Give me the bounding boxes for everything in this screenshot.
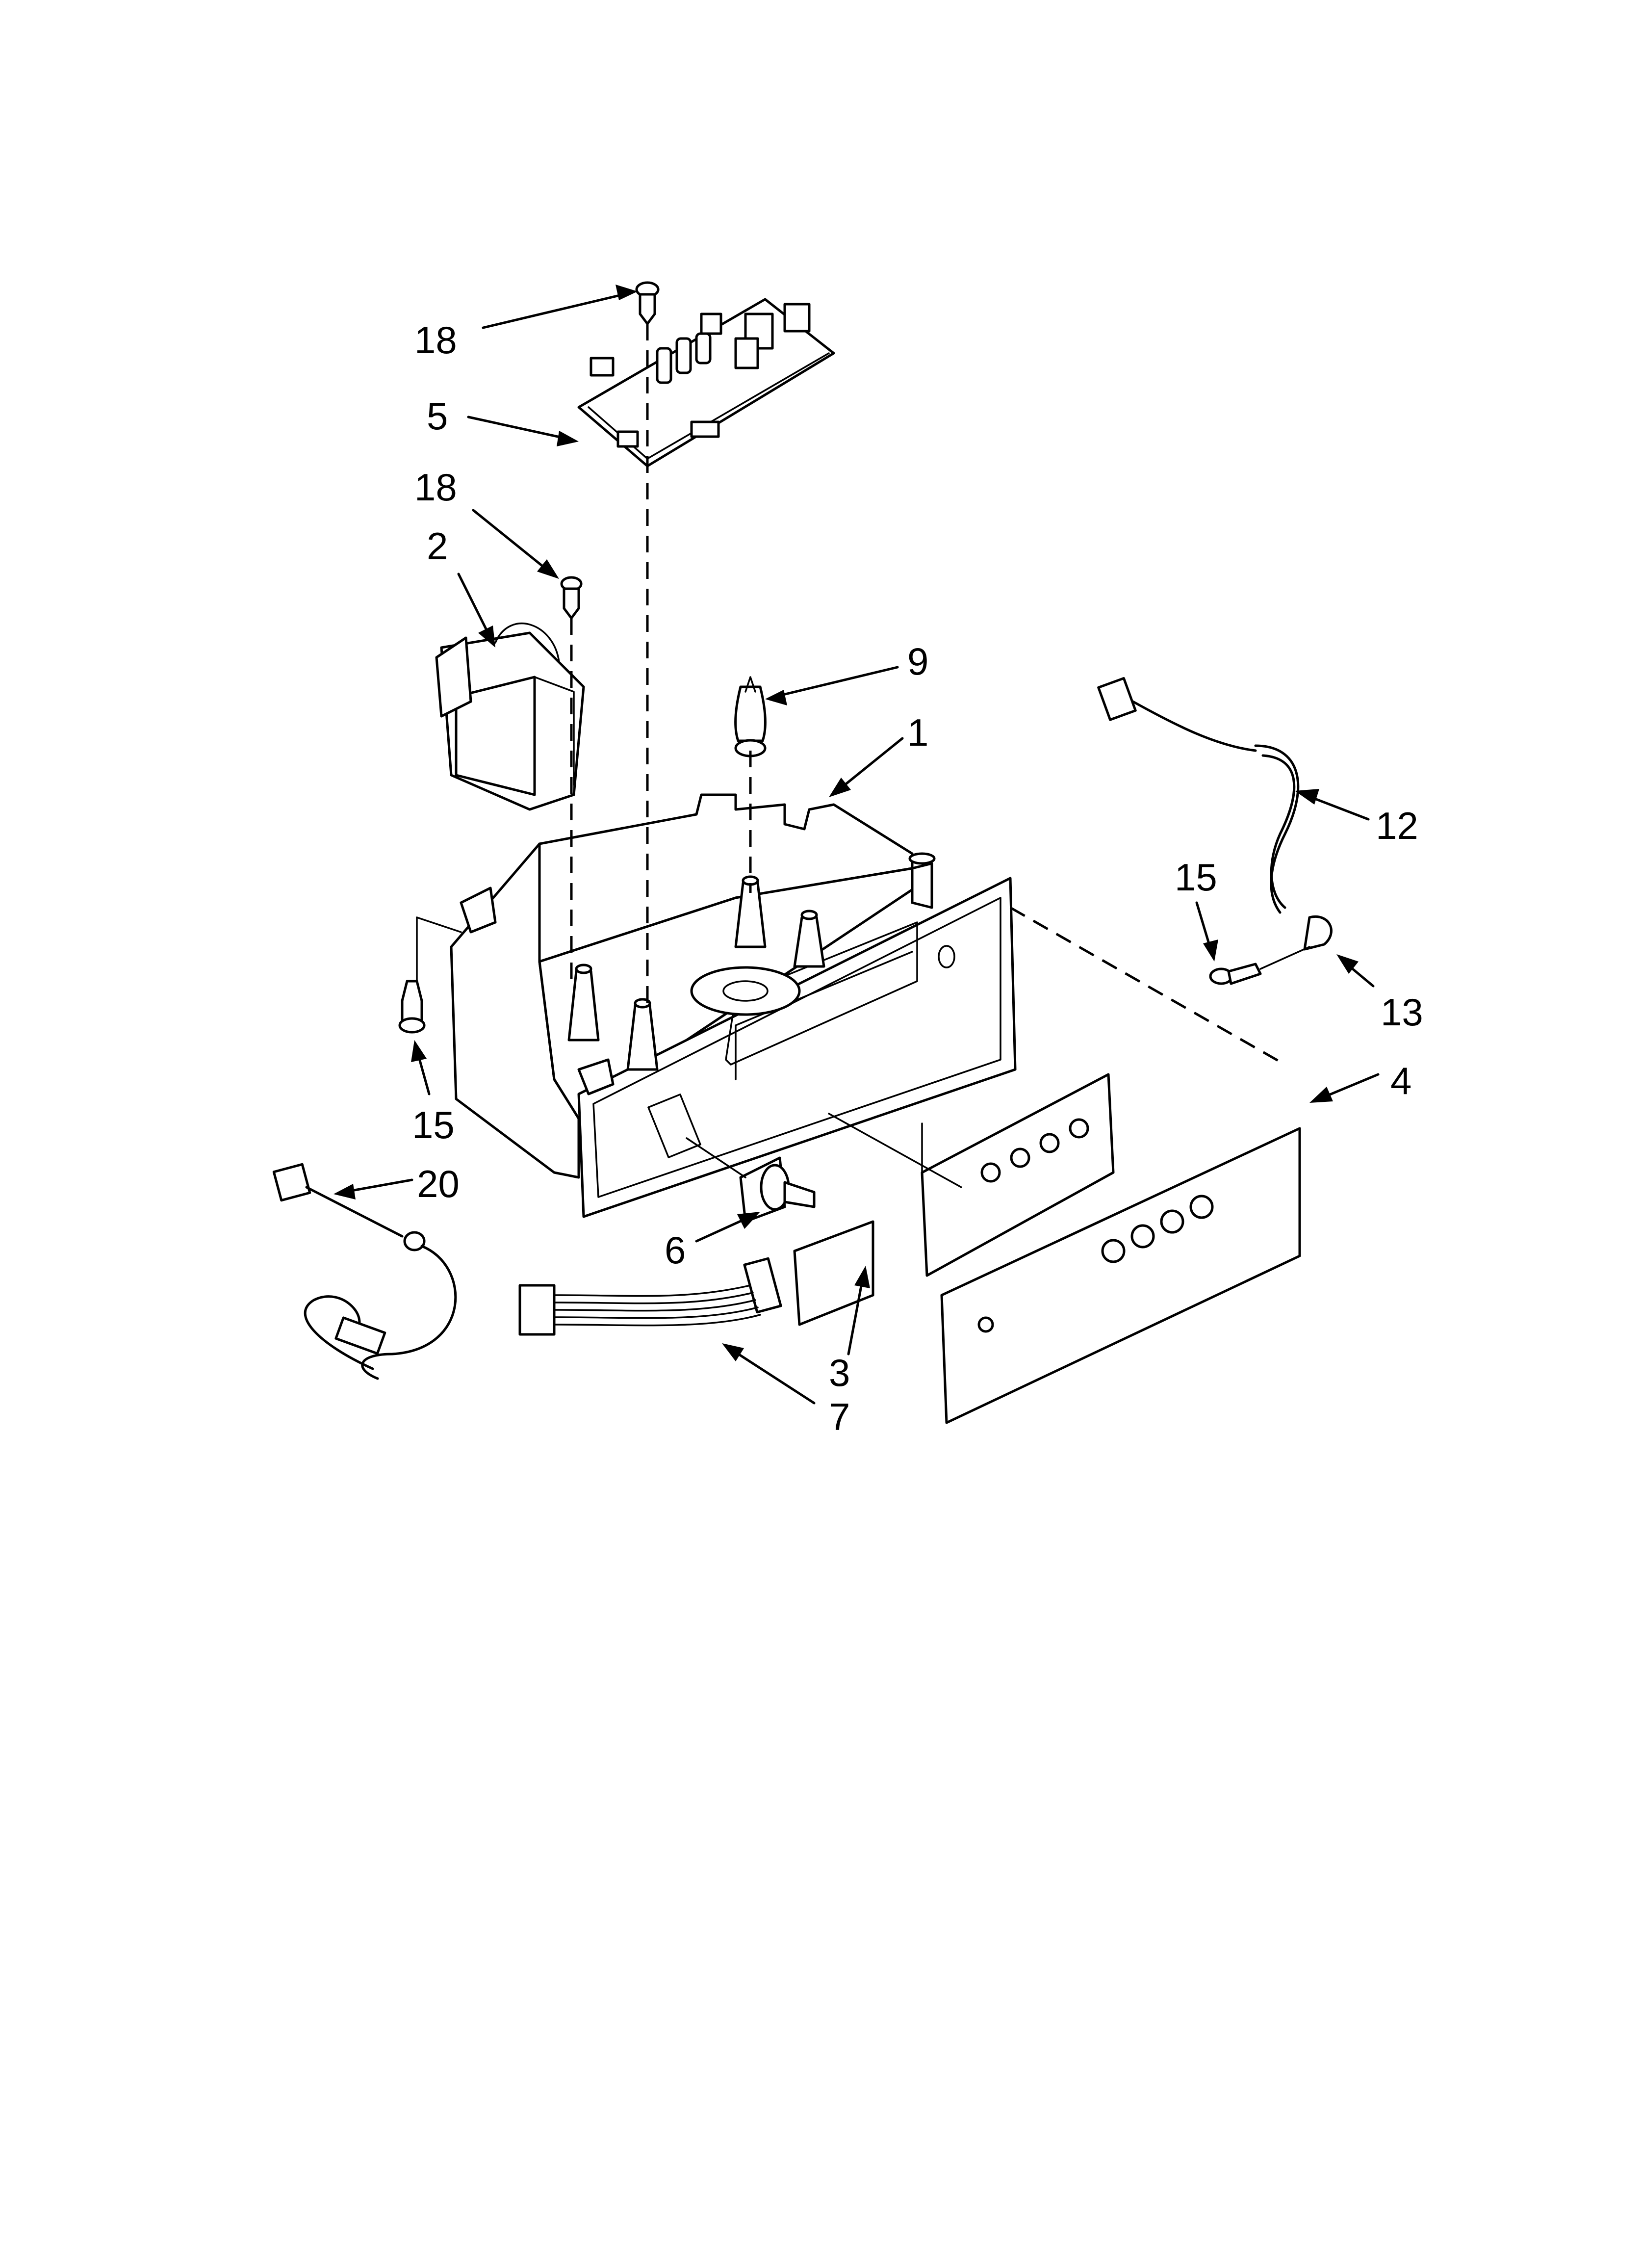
callout-13: 13 [1381, 991, 1423, 1034]
leader-lines [334, 285, 1380, 1405]
boss-right [793, 910, 825, 968]
part-18-screw-mid [560, 576, 583, 620]
part-4-front-panel [921, 1122, 1301, 1424]
part-6-switch [686, 1137, 816, 1223]
part-1-control-housing [416, 793, 1017, 1218]
callout-9: 9 [907, 640, 928, 683]
assembly-dashed-lines [570, 324, 1286, 1188]
part-15-screw-left [398, 980, 426, 1034]
callout-labels: 18 5 18 2 9 1 12 15 13 4 15 20 6 3 7 [412, 318, 1423, 1438]
callout-12: 12 [1376, 804, 1418, 847]
part-7-ribbon-harness [518, 1257, 782, 1336]
part-20-thermistor-harness [272, 1163, 457, 1380]
callout-18-top: 18 [414, 318, 457, 362]
part-5-control-board [577, 298, 835, 468]
callout-1: 1 [907, 711, 928, 754]
callout-2: 2 [427, 524, 448, 568]
callout-18-mid: 18 [414, 466, 457, 509]
part-9-lamp [734, 676, 767, 757]
part-2-transformer [435, 623, 585, 811]
callout-20: 20 [417, 1162, 460, 1205]
callout-3: 3 [829, 1351, 850, 1394]
part-15-screw-right [1209, 963, 1262, 985]
boss-center [734, 875, 767, 948]
part-18-screw-top [635, 281, 660, 325]
callout-5: 5 [427, 394, 448, 438]
boss-left [567, 964, 600, 1042]
callout-4: 4 [1390, 1059, 1411, 1102]
callout-15-left: 15 [412, 1103, 455, 1147]
part-13-clamp [1259, 915, 1333, 970]
callout-15-right: 15 [1175, 856, 1217, 899]
boss-center-left [626, 998, 659, 1071]
callout-6: 6 [665, 1228, 686, 1272]
part-12-wire-harness [1097, 677, 1300, 914]
callout-7: 7 [829, 1395, 850, 1438]
part-3-overlay [793, 1073, 1115, 1326]
